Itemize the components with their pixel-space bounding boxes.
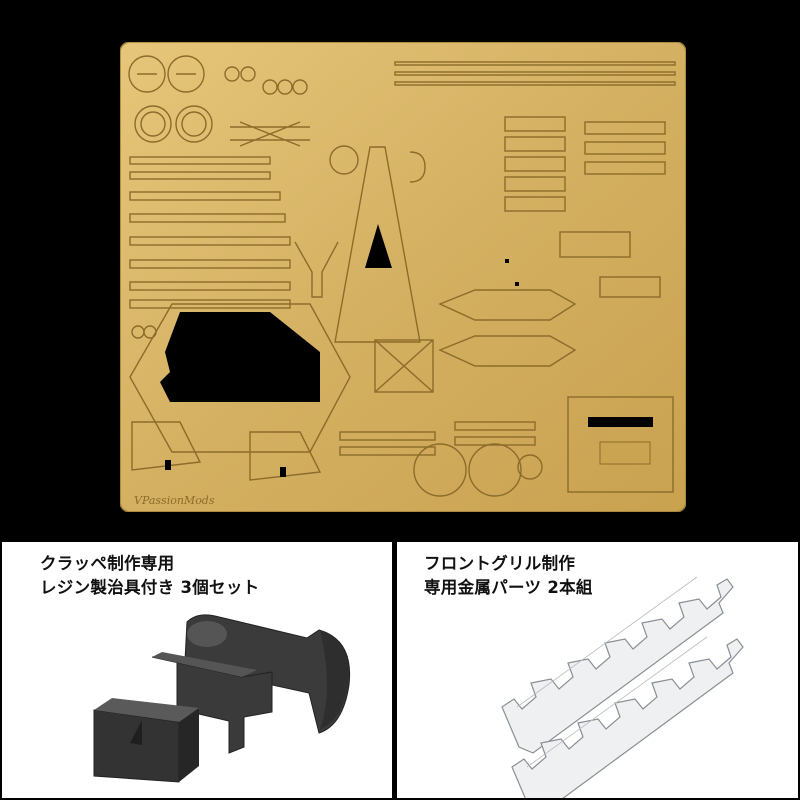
resin-jig-caption-line1: クラッペ制作専用 — [40, 554, 175, 573]
grille-part-2 — [511, 638, 744, 798]
resin-jig-panel: クラッペ制作専用 レジン製治具付き 3個セット — [2, 542, 392, 798]
resin-jig-caption-line2: レジン製治具付き 3個セット — [40, 578, 260, 597]
photo-etch-sheet: VPassionMods — [120, 42, 686, 512]
bottom-section: クラッペ制作専用 レジン製治具付き 3個セット — [0, 540, 800, 800]
resin-jig-2 — [151, 652, 273, 754]
grille-parts-image — [501, 576, 744, 798]
resin-jig-caption: クラッペ制作専用 レジン製治具付き 3個セット — [40, 552, 259, 600]
grille-parts-caption: フロントグリル制作 専用金属パーツ 2本組 — [424, 552, 593, 600]
resin-jig-image — [93, 614, 351, 783]
grille-parts-caption-line2: 専用金属パーツ 2本組 — [424, 578, 593, 597]
grille-parts-panel: フロントグリル制作 専用金属パーツ 2本組 — [397, 542, 798, 798]
brand-label: VPassionMods — [134, 494, 215, 507]
photo-etch-photo: VPassionMods — [120, 42, 686, 512]
resin-jig-3 — [93, 698, 200, 783]
grille-part-1 — [501, 578, 734, 754]
grille-parts-caption-line1: フロントグリル制作 — [424, 554, 576, 573]
